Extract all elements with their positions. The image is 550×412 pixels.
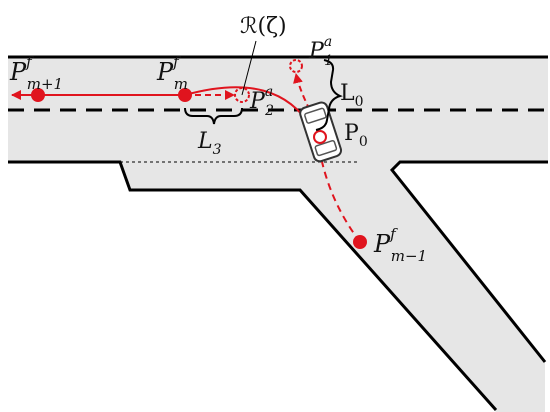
brace-l3 (184, 107, 243, 125)
ramp-right-edge (389, 160, 548, 363)
point-p-1-a (289, 59, 303, 73)
point-p-m-plus-1 (31, 88, 45, 102)
point-p-m (178, 88, 192, 102)
trajectory-label: ℛ(ζ) (240, 14, 287, 39)
label-l-3: L3 (197, 129, 222, 158)
vehicle-reference-marker (313, 130, 327, 144)
main-road-surface (8, 57, 548, 412)
main-road-bottom-left-edge (8, 160, 498, 411)
reference-leader-line (241, 40, 257, 96)
brace-l0 (315, 59, 343, 131)
label-l-0: L0 (340, 81, 364, 110)
point-p-2-a (234, 87, 250, 103)
point-p-m-minus-1 (353, 235, 367, 249)
label-p-0: P0 (344, 121, 368, 150)
